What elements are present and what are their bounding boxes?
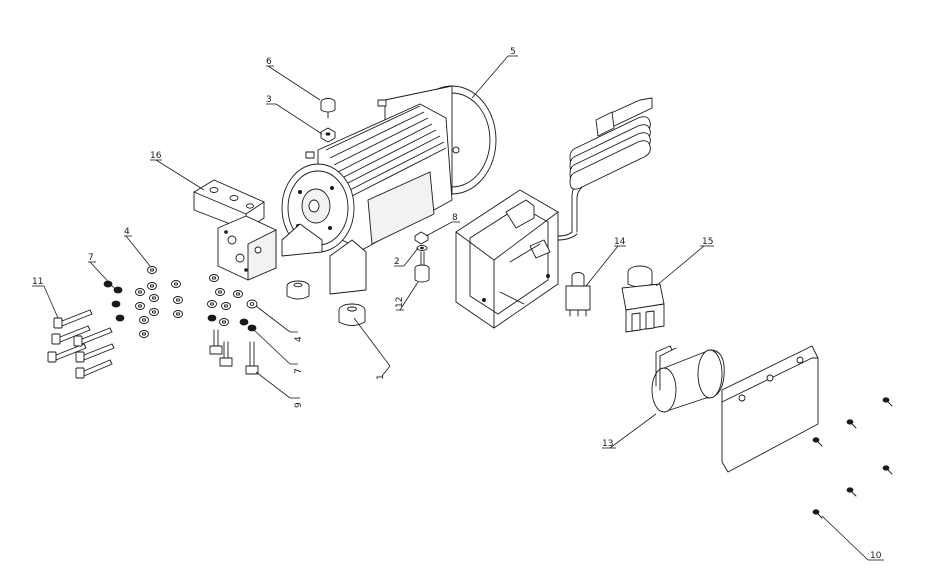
small-washer [416, 245, 428, 251]
callout-7b: 7 [294, 368, 304, 374]
callout-4a: 4 [124, 227, 130, 237]
rubber-foot-1 [286, 280, 310, 300]
motor [281, 85, 497, 295]
callout-9: 9 [294, 402, 304, 408]
callout-6: 6 [266, 57, 272, 67]
callout-8: 8 [452, 213, 458, 223]
callout-13: 13 [602, 439, 613, 449]
callout-leaders [32, 55, 884, 561]
callout-3: 3 [266, 95, 272, 105]
callout-7a: 7 [88, 253, 94, 263]
motor-cooling-fins [325, 105, 447, 197]
callout-4b: 4 [294, 336, 304, 342]
callout-12: 12 [395, 297, 405, 308]
callout-15: 15 [702, 237, 713, 247]
capacitor [651, 345, 725, 413]
push-switch [565, 272, 591, 317]
callout-1: 1 [376, 374, 386, 380]
knob [320, 98, 336, 119]
callout-14: 14 [614, 237, 626, 247]
callout-2: 2 [394, 257, 400, 267]
screws [812, 397, 893, 519]
short-bolts [209, 329, 259, 375]
washers-center [207, 274, 258, 332]
callout-labels: 1 2 3 4 4 5 6 7 7 8 9 10 11 12 13 14 15 … [32, 47, 882, 561]
callout-16: 16 [150, 151, 162, 161]
junction-box [455, 189, 559, 329]
cover-plate [721, 345, 819, 473]
stud-foot [414, 251, 430, 283]
rubber-foot-2 [338, 303, 366, 326]
pressure-switch [621, 265, 665, 333]
nut [320, 127, 336, 143]
callout-10: 10 [870, 551, 882, 561]
washers-left [103, 266, 183, 338]
pump-head [193, 179, 277, 281]
long-bolts [47, 309, 115, 379]
callout-11: 11 [32, 277, 43, 287]
callout-5: 5 [510, 47, 516, 57]
small-nut [414, 231, 429, 245]
cooling-coil [557, 97, 653, 241]
